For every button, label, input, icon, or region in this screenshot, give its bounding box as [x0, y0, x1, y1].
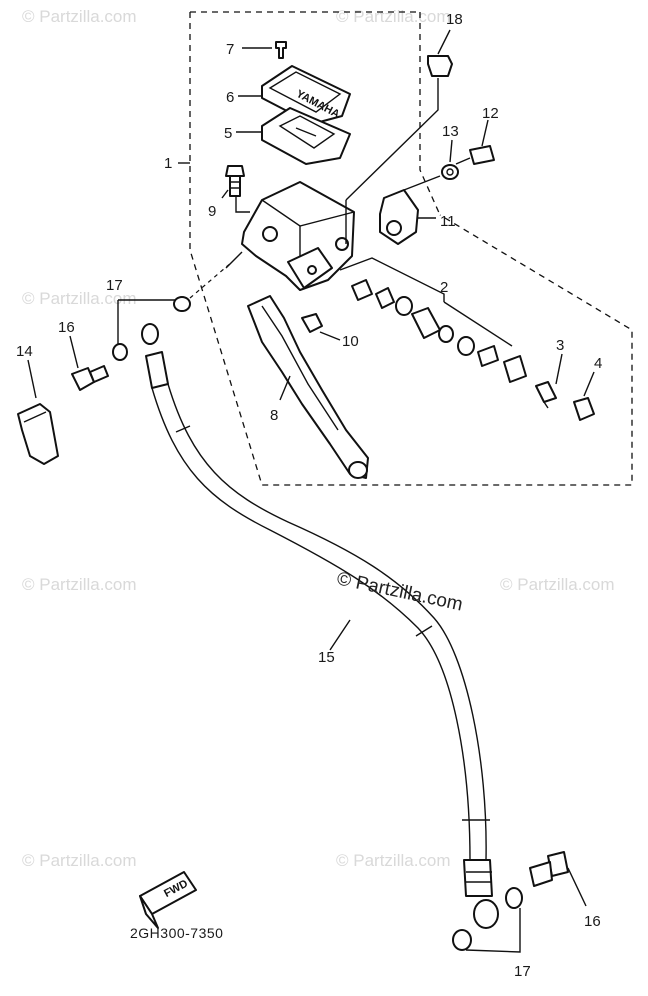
callout-6: 6 [226, 89, 234, 106]
callout-1: 1 [164, 155, 172, 172]
part-bolt-9 [221, 165, 250, 213]
part-washer-17-lower [452, 887, 523, 953]
callout-18: 18 [446, 11, 463, 28]
part-brake-hose-15 [141, 323, 499, 929]
callout-14: 14 [16, 343, 33, 360]
callout-2: 2 [440, 279, 448, 296]
part-diaphragm-5 [236, 107, 351, 165]
callout-9: 9 [208, 203, 216, 220]
part-screw-7 [242, 41, 287, 59]
watermark: © Partzilla.com [500, 575, 615, 594]
part-lever-8 [247, 295, 369, 479]
callout-8: 8 [270, 407, 278, 424]
callout-16-upper: 16 [58, 319, 75, 336]
callout-15: 15 [318, 649, 335, 666]
assembly-outline [178, 11, 633, 486]
callout-4: 4 [594, 355, 602, 372]
part-cap-4 [573, 371, 595, 421]
center-watermark: © Partzilla.com [335, 568, 465, 615]
part-bolt-16-lower [529, 851, 587, 907]
callout-10: 10 [342, 333, 359, 350]
callout-7: 7 [226, 41, 234, 58]
part-switch-3 [535, 353, 563, 409]
part-master-cylinder-1 [225, 181, 355, 291]
watermark: © Partzilla.com [22, 289, 137, 308]
watermark: © Partzilla.com [22, 7, 137, 26]
fwd-arrow-icon: FWD [139, 871, 197, 929]
part-piston-kit-2 [339, 257, 527, 383]
part-cap-18 [345, 29, 453, 201]
callout-12: 12 [482, 105, 499, 122]
diagram-code: 2GH300-7350 [130, 925, 223, 941]
callout-11: 11 [440, 213, 456, 230]
part-washer-13 [441, 139, 459, 180]
callout-13: 13 [442, 123, 459, 140]
watermark: © Partzilla.com [336, 7, 451, 26]
part-boot-14 [17, 359, 59, 465]
callout-17-upper: 17 [106, 277, 123, 294]
part-cover-6: YAMAHA [238, 65, 351, 125]
callout-5: 5 [224, 125, 232, 142]
part-nut-10 [301, 313, 341, 341]
callout-3: 3 [556, 337, 564, 354]
watermark: © Partzilla.com [336, 851, 451, 870]
part-washer-17-upper [112, 261, 233, 361]
part-bolt-16-upper [69, 335, 109, 391]
callout-16-lower: 16 [584, 913, 601, 930]
watermark-layer: © Partzilla.com © Partzilla.com © Partzi… [22, 7, 615, 870]
watermark: © Partzilla.com [22, 851, 137, 870]
watermark: © Partzilla.com [22, 575, 137, 594]
part-bolt-12 [455, 119, 495, 165]
part-holder-11 [379, 175, 441, 245]
callout-labels: 1 2 3 4 5 6 7 8 9 10 11 12 13 14 15 16 1… [16, 11, 602, 980]
callout-17-lower: 17 [514, 963, 531, 980]
